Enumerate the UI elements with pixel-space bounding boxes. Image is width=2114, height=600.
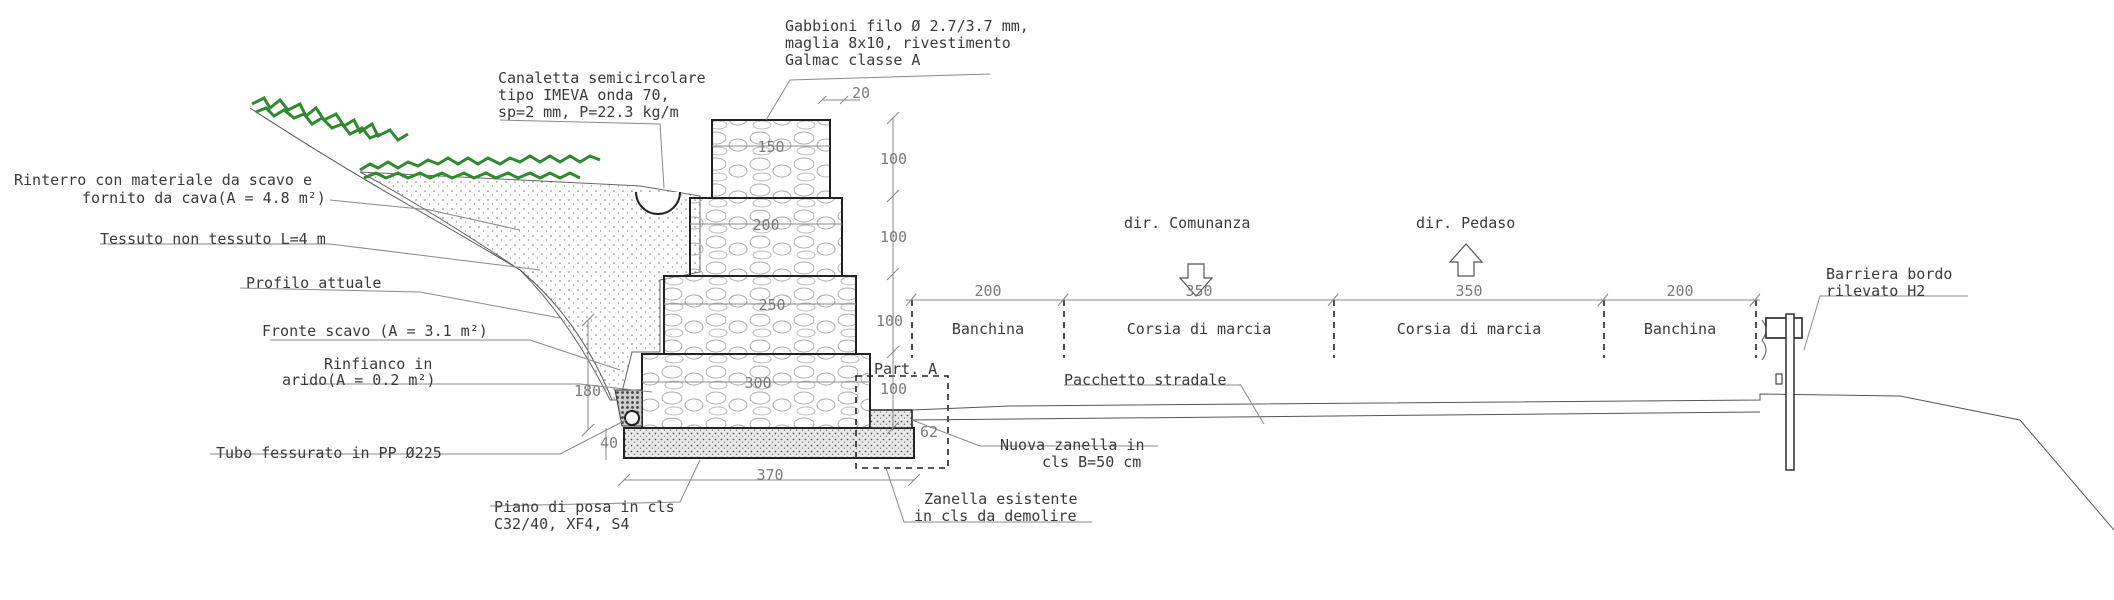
lane-label-banchina-left: Banchina — [952, 320, 1024, 338]
svg-text:fornito da cava(A = 4.8 m²): fornito da cava(A = 4.8 m²) — [82, 189, 326, 207]
dim-lane-width-4: 200 — [1666, 282, 1693, 300]
svg-text:Rinterro con materiale da scav: Rinterro con materiale da scavo e — [14, 171, 312, 189]
label-rinterro: Rinterro con materiale da scavo e fornit… — [14, 171, 326, 207]
svg-text:Rinfianco in: Rinfianco in — [324, 355, 432, 373]
svg-text:C32/40, XF4, S4: C32/40, XF4, S4 — [494, 515, 629, 533]
dim-lane-width-1: 200 — [974, 282, 1001, 300]
svg-text:rilevato H2: rilevato H2 — [1826, 282, 1925, 300]
lane-label-corsia-right: Corsia di marcia — [1397, 320, 1542, 338]
label-pacchetto: Pacchetto stradale — [1064, 371, 1227, 389]
dim-gabion-height-3: 100 — [876, 312, 903, 330]
svg-text:Piano di posa in cls: Piano di posa in cls — [494, 498, 675, 516]
label-gabbioni: Gabbioni filo Ø 2.7/3.7 mm, maglia 8x10,… — [785, 17, 1029, 69]
svg-text:sp=2 mm, P=22.3 kg/m: sp=2 mm, P=22.3 kg/m — [498, 103, 679, 121]
dim-total-height: 180 — [574, 382, 601, 400]
foundation-slab — [623, 427, 915, 459]
gabion-box-3 — [663, 275, 857, 355]
svg-text:Galmac classe A: Galmac classe A — [785, 51, 920, 69]
label-tubo: Tubo fessurato in PP Ø225 — [216, 444, 442, 462]
grass-vegetation — [251, 96, 601, 180]
edge-barrier — [1761, 313, 1803, 471]
dim-gabion-width-3: 250 — [758, 296, 785, 314]
svg-text:Gabbioni filo Ø 2.7/3.7 mm,: Gabbioni filo Ø 2.7/3.7 mm, — [785, 17, 1029, 35]
label-zanella-esistente: Zanella esistente in cls da demolire — [914, 490, 1078, 525]
svg-text:tipo IMEVA onda 70,: tipo IMEVA onda 70, — [498, 86, 670, 104]
backfill-area — [359, 171, 701, 401]
label-tessuto: Tessuto non tessuto L=4 m — [100, 230, 326, 248]
svg-text:arido(A = 0.2 m²): arido(A = 0.2 m²) — [282, 371, 436, 389]
dim-gabion-width-4: 300 — [744, 374, 771, 392]
svg-text:Canaletta semicircolare: Canaletta semicircolare — [498, 69, 706, 87]
dim-base-thickness: 40 — [600, 434, 618, 452]
dim-lane-width-3: 350 — [1455, 282, 1482, 300]
gabion-box-2 — [689, 197, 843, 277]
label-part-a: Part. A — [874, 360, 937, 378]
drainage-pipe — [624, 410, 640, 426]
lane-separators — [911, 300, 1757, 358]
svg-text:maglia 8x10, rivestimento: maglia 8x10, rivestimento — [785, 34, 1011, 52]
svg-text:Barriera bordo: Barriera bordo — [1826, 265, 1952, 283]
label-rinfianco: Rinfianco in arido(A = 0.2 m²) — [282, 355, 436, 389]
existing-profile-line — [249, 107, 613, 401]
label-dir-pedaso: dir. Pedaso — [1416, 214, 1515, 232]
dim-gabion-height-2: 100 — [880, 228, 907, 246]
dim-gabion-width-2: 200 — [752, 216, 779, 234]
gabion-box-top — [711, 119, 831, 199]
svg-text:cls B=50 cm: cls B=50 cm — [1042, 453, 1141, 471]
svg-text:in cls da demolire: in cls da demolire — [914, 507, 1077, 525]
label-nuova-zanella: Nuova zanella in cls B=50 cm — [1000, 436, 1145, 471]
road-package-line — [911, 411, 1761, 421]
dim-gabion-height-4: 100 — [880, 380, 907, 398]
leader-lines — [100, 73, 1968, 523]
dim-zanella: 62 — [920, 423, 938, 441]
arrow-up-icon — [1448, 243, 1484, 277]
dim-lane-width-2: 350 — [1185, 282, 1212, 300]
new-gutter — [869, 409, 913, 429]
label-dir-comunanza: dir. Comunanza — [1124, 214, 1250, 232]
road-surface — [911, 393, 2114, 531]
arrow-down-icon — [1178, 263, 1214, 297]
svg-text:Nuova zanella in: Nuova zanella in — [1000, 436, 1145, 454]
label-canaletta: Canaletta semicircolare tipo IMEVA onda … — [498, 69, 706, 121]
dim-base-width: 370 — [756, 466, 783, 484]
label-fronte: Fronte scavo (A = 3.1 m²) — [262, 322, 488, 340]
label-barriera: Barriera bordo rilevato H2 — [1826, 265, 1952, 300]
detail-part-a-box — [855, 375, 949, 469]
svg-text:Zanella esistente: Zanella esistente — [924, 490, 1078, 508]
dim-top-offset: 20 — [852, 84, 870, 102]
lane-label-banchina-right: Banchina — [1644, 320, 1716, 338]
dim-gabion-width-1: 150 — [757, 138, 784, 156]
semicircular-channel — [635, 191, 681, 215]
label-piano: Piano di posa in cls C32/40, XF4, S4 — [494, 498, 675, 533]
dim-gabion-height-1: 100 — [880, 150, 907, 168]
label-profilo: Profilo attuale — [246, 274, 381, 292]
dimension-lines — [581, 95, 1761, 487]
lane-label-corsia-left: Corsia di marcia — [1127, 320, 1272, 338]
